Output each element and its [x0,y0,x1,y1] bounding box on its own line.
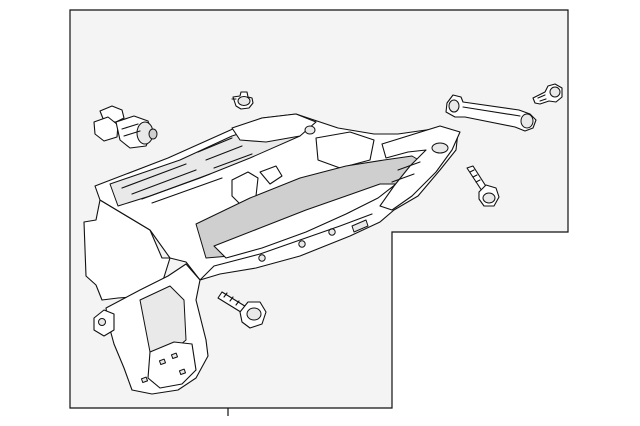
bolt-icon [466,165,500,207]
bolt-icon [217,291,267,329]
glove-box-assembly-icon [83,113,461,395]
screw-icon [532,83,563,105]
damper-rod-icon [445,94,537,132]
lamp-switch-icon [93,105,158,149]
clip-icon [231,91,254,110]
